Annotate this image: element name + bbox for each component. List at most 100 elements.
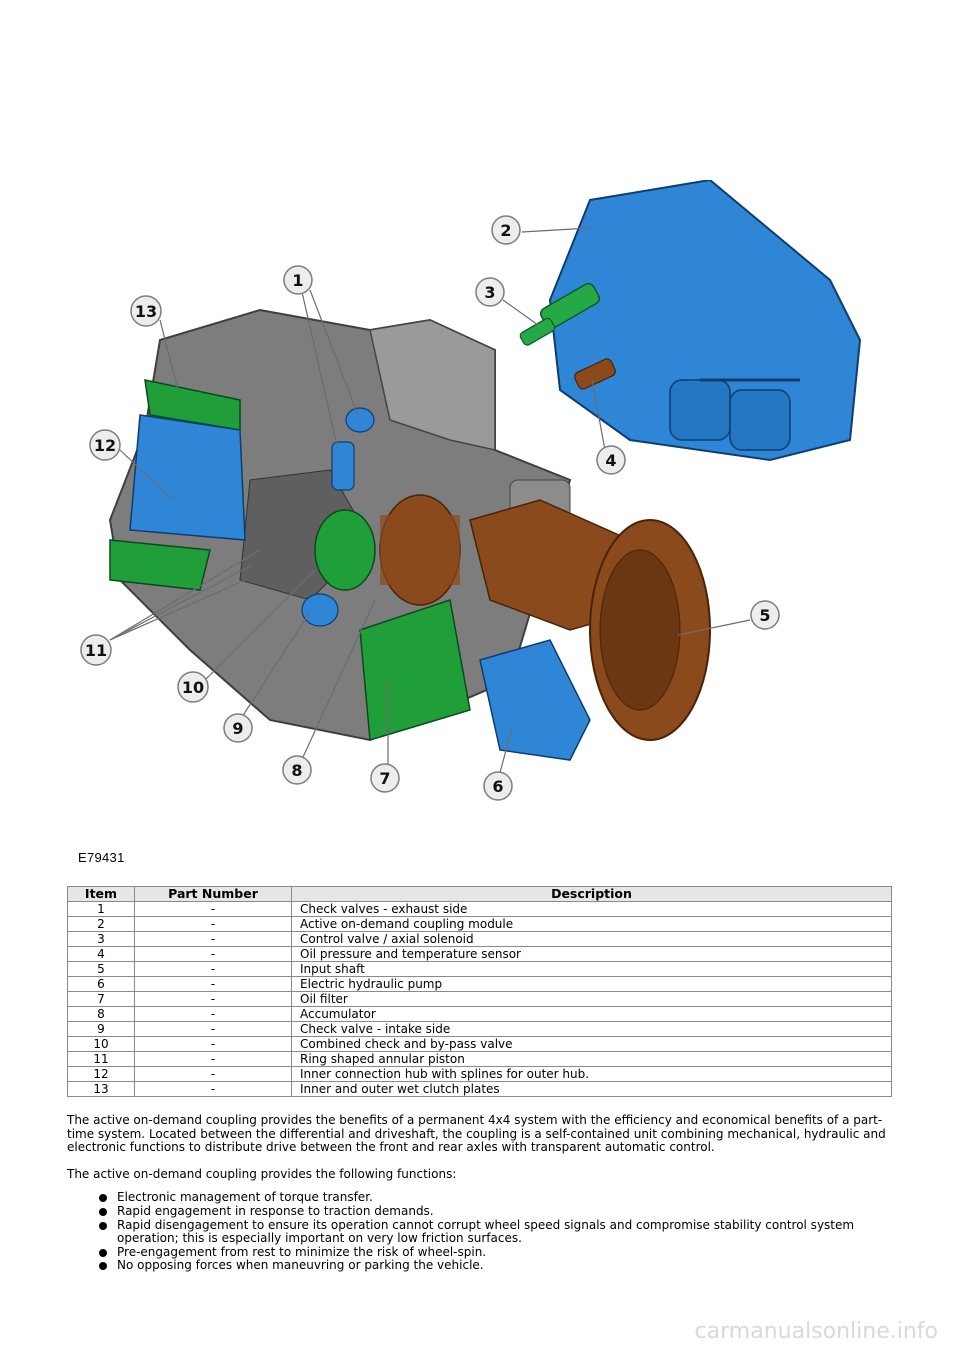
intro-paragraph: The active on-demand coupling provides t… xyxy=(67,1113,886,1155)
part-number-cell: - xyxy=(134,1021,292,1037)
description-cell: Control valve / axial solenoid xyxy=(291,931,892,947)
item-cell: 13 xyxy=(67,1081,135,1097)
description-cell: Accumulator xyxy=(291,1006,892,1022)
function-text: Rapid engagement in response to traction… xyxy=(117,1203,434,1218)
part-number-cell: - xyxy=(134,1081,292,1097)
functions-list: Electronic management of torque transfer… xyxy=(67,1191,887,1273)
table-row: 1-Check valves - exhaust side xyxy=(67,901,892,917)
callout-11: 11 xyxy=(80,634,112,666)
pressure-sensor xyxy=(574,358,616,390)
column-header-description: Description xyxy=(291,886,892,902)
table-row: 12-Inner connection hub with splines for… xyxy=(67,1066,892,1082)
item-cell: 5 xyxy=(67,961,135,977)
exhaust-check-valve-upper xyxy=(345,407,375,433)
callout-4: 4 xyxy=(596,445,626,475)
combined-check-valve xyxy=(314,509,376,591)
part-number-cell: - xyxy=(134,1006,292,1022)
item-cell: 2 xyxy=(67,916,135,932)
part-number-cell: - xyxy=(134,901,292,917)
item-cell: 10 xyxy=(67,1036,135,1052)
bullet-icon xyxy=(99,1262,107,1271)
solenoid xyxy=(519,282,601,346)
description-cell: Input shaft xyxy=(291,961,892,977)
table-row: 5-Input shaft xyxy=(67,961,892,977)
svg-text:11: 11 xyxy=(85,641,107,660)
bullet-icon xyxy=(99,1221,107,1230)
part-number-cell: - xyxy=(134,961,292,977)
item-cell: 8 xyxy=(67,1006,135,1022)
column-header-item: Item xyxy=(67,886,135,902)
part-number-cell: - xyxy=(134,1036,292,1052)
function-text: No opposing forces when maneuvring or pa… xyxy=(117,1258,484,1273)
table-row: 11-Ring shaped annular piston xyxy=(67,1051,892,1067)
function-text: Rapid disengagement to ensure its operat… xyxy=(117,1217,855,1246)
description-cell: Inner and outer wet clutch plates xyxy=(291,1081,892,1097)
figure-code: E79431 xyxy=(78,850,125,865)
input-shaft xyxy=(469,499,711,741)
description-cell: Inner connection hub with splines for ou… xyxy=(291,1066,892,1082)
callout-7: 7 xyxy=(370,763,400,793)
intake-check-valve xyxy=(301,593,339,627)
item-cell: 4 xyxy=(67,946,135,962)
table-row: 7-Oil filter xyxy=(67,991,892,1007)
callout-5: 5 xyxy=(750,600,780,630)
table-header-row: Item Part Number Description xyxy=(67,886,892,902)
callout-9: 9 xyxy=(223,713,253,743)
description-cell: Oil filter xyxy=(291,991,892,1007)
exhaust-check-valve-lower xyxy=(331,441,355,491)
item-cell: 1 xyxy=(67,901,135,917)
description-cell: Electric hydraulic pump xyxy=(291,976,892,992)
callout-3: 3 xyxy=(475,277,505,307)
clutch-plates-lower xyxy=(109,539,211,591)
description-cell: Combined check and by-pass valve xyxy=(291,1036,892,1052)
item-cell: 3 xyxy=(67,931,135,947)
callout-6: 6 xyxy=(483,771,513,801)
function-text: Electronic management of torque transfer… xyxy=(117,1190,373,1205)
item-cell: 12 xyxy=(67,1066,135,1082)
table-row: 10-Combined check and by-pass valve xyxy=(67,1036,892,1052)
part-number-cell: - xyxy=(134,916,292,932)
callout-10: 10 xyxy=(177,671,209,703)
table-row: 9-Check valve - intake side xyxy=(67,1021,892,1037)
function-text: Pre-engagement from rest to minimize the… xyxy=(117,1244,487,1259)
coupling-cutaway-illustration: 1 2 3 4 5 6 7 8 9 10 11 12 13 xyxy=(80,180,862,801)
svg-text:5: 5 xyxy=(759,606,770,625)
table-row: 4-Oil pressure and temperature sensor xyxy=(67,946,892,962)
table-row: 6-Electric hydraulic pump xyxy=(67,976,892,992)
table-row: 3-Control valve / axial solenoid xyxy=(67,931,892,947)
item-cell: 9 xyxy=(67,1021,135,1037)
svg-text:12: 12 xyxy=(94,436,116,455)
description-cell: Active on-demand coupling module xyxy=(291,916,892,932)
bullet-icon xyxy=(99,1207,107,1216)
leader-lines xyxy=(109,227,751,781)
functions-paragraph: The active on-demand coupling provides t… xyxy=(67,1166,457,1181)
bullet-icon xyxy=(99,1194,107,1203)
svg-text:3: 3 xyxy=(484,283,495,302)
description-cell: Oil pressure and temperature sensor xyxy=(291,946,892,962)
part-number-cell: - xyxy=(134,991,292,1007)
table-row: 8-Accumulator xyxy=(67,1006,892,1022)
description-cell: Ring shaped annular piston xyxy=(291,1051,892,1067)
function-list-item: Rapid disengagement to ensure its operat… xyxy=(67,1217,887,1246)
callout-8: 8 xyxy=(282,755,312,785)
part-number-cell: - xyxy=(134,1066,292,1082)
callout-1: 1 xyxy=(283,265,313,295)
svg-text:2: 2 xyxy=(500,221,511,240)
item-cell: 11 xyxy=(67,1051,135,1067)
item-cell: 6 xyxy=(67,976,135,992)
watermark: carmanualsonline.info xyxy=(694,1319,938,1344)
svg-text:7: 7 xyxy=(379,769,390,788)
connection-hub xyxy=(129,414,246,541)
description-cell: Check valves - exhaust side xyxy=(291,901,892,917)
column-header-part-number: Part Number xyxy=(134,886,292,902)
description-text: The active on-demand coupling provides t… xyxy=(67,1113,887,1273)
hydraulic-pump xyxy=(479,639,591,761)
part-number-cell: - xyxy=(134,1051,292,1067)
item-cell: 7 xyxy=(67,991,135,1007)
bullet-icon xyxy=(99,1248,107,1257)
svg-text:4: 4 xyxy=(605,451,616,470)
accumulator xyxy=(379,494,461,606)
svg-text:10: 10 xyxy=(182,678,204,697)
part-number-cell: - xyxy=(134,931,292,947)
